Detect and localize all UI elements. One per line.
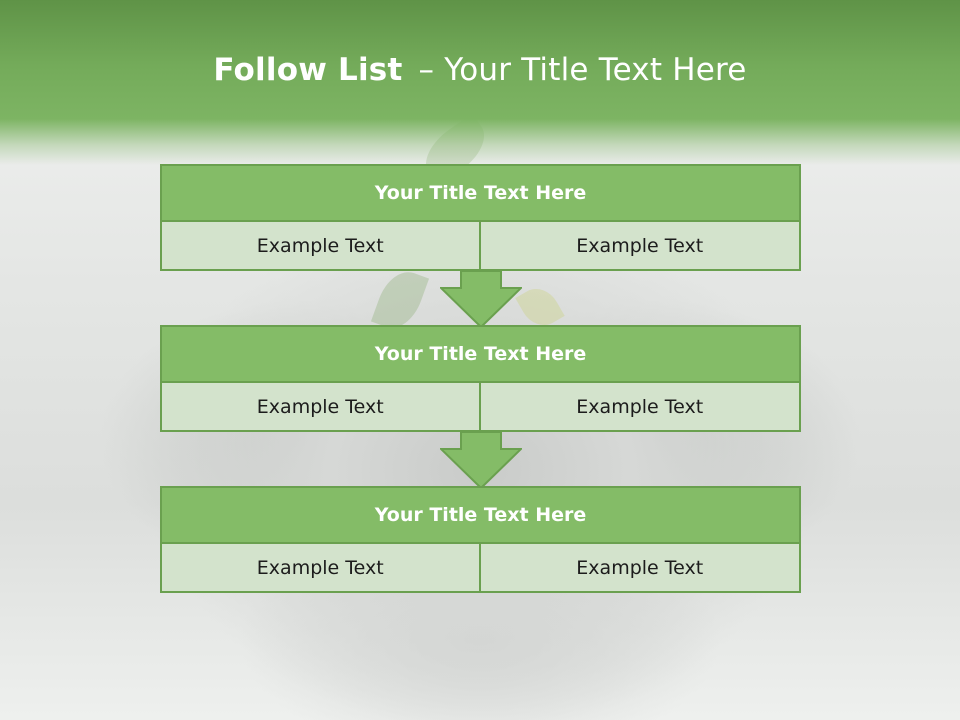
block-title: Your Title Text Here <box>160 325 801 383</box>
page-title-separator: – <box>418 52 435 88</box>
down-arrow-icon <box>440 270 522 328</box>
block-cell-right: Example Text <box>480 383 801 432</box>
block-title: Your Title Text Here <box>160 164 801 222</box>
block-row: Example Text Example Text <box>160 544 801 593</box>
list-block: Your Title Text Here Example Text Exampl… <box>160 486 801 593</box>
list-block: Your Title Text Here Example Text Exampl… <box>160 164 801 271</box>
page-title-rest: Your Title Text Here <box>444 52 747 88</box>
page-title: Follow List–Your Title Text Here <box>0 52 960 88</box>
page-title-bold: Follow List <box>213 52 403 88</box>
block-row: Example Text Example Text <box>160 383 801 432</box>
block-row: Example Text Example Text <box>160 222 801 271</box>
block-cell-right: Example Text <box>480 222 801 271</box>
block-cell-left: Example Text <box>160 544 481 593</box>
down-arrow-icon <box>440 431 522 489</box>
block-cell-left: Example Text <box>160 222 481 271</box>
block-title: Your Title Text Here <box>160 486 801 544</box>
header-bar <box>0 0 960 165</box>
block-cell-left: Example Text <box>160 383 481 432</box>
block-cell-right: Example Text <box>480 544 801 593</box>
list-block: Your Title Text Here Example Text Exampl… <box>160 325 801 432</box>
